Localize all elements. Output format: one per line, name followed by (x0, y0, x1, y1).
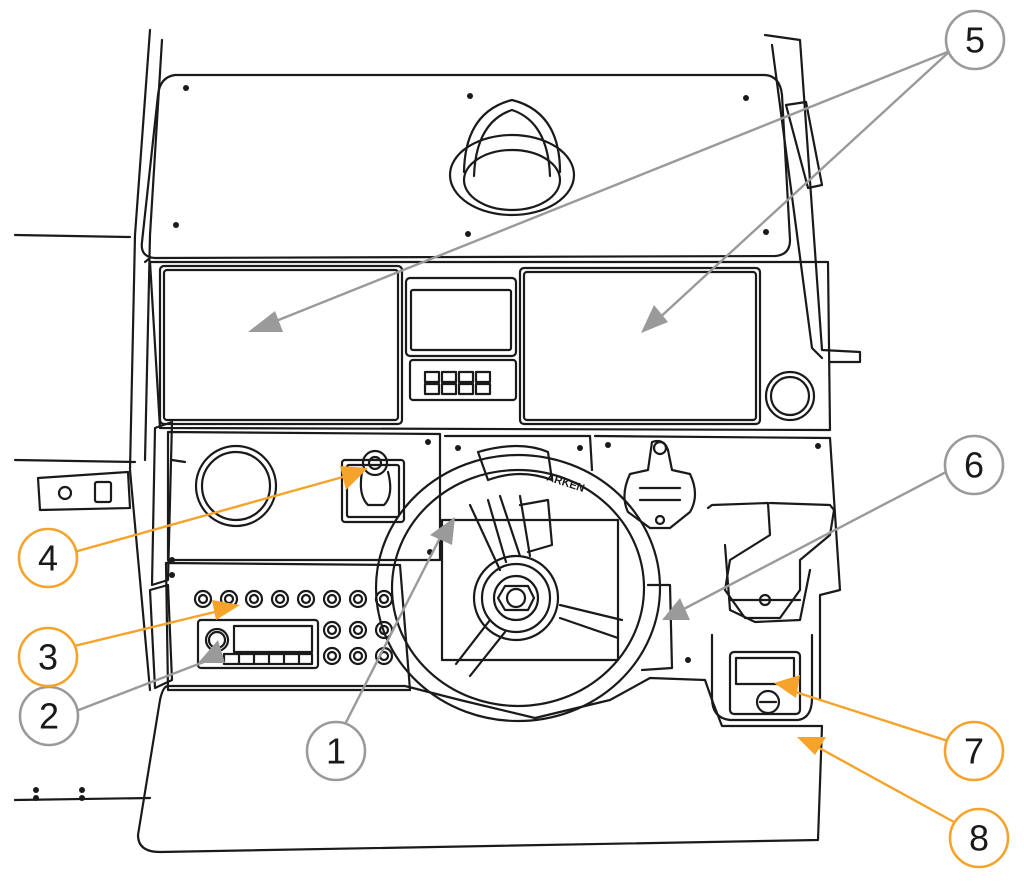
leader-line-5a (264, 49, 952, 327)
leader-line-4 (65, 473, 352, 556)
leader-line-2 (61, 658, 211, 718)
callout-6: 6 (943, 434, 1005, 496)
trim-switch (623, 439, 697, 530)
leader-line-8 (810, 742, 956, 824)
leader-line-1 (335, 528, 446, 742)
throttle (706, 501, 836, 624)
arrowhead-5a (248, 311, 283, 332)
steering-wheel (374, 444, 674, 723)
callout-label-8: 8 (969, 818, 989, 859)
leader-line-5b (654, 49, 952, 323)
callout-label-1: 1 (326, 731, 346, 772)
arrowhead-2 (198, 640, 225, 663)
switch-grid (193, 589, 394, 666)
callout-4: 4 (17, 527, 79, 589)
joystick (340, 449, 406, 524)
arrowhead-1 (430, 517, 455, 545)
top-panel (140, 73, 792, 264)
arrowhead-4 (340, 466, 368, 490)
deck-plate (136, 676, 824, 854)
callout-label-6: 6 (964, 445, 984, 486)
screen-area (148, 260, 832, 432)
callout-5: 5 (944, 9, 1006, 71)
leader-line-7 (784, 687, 950, 743)
callout-3: 3 (17, 626, 79, 688)
top-panel-screws (173, 85, 769, 237)
arrowheads (198, 305, 826, 755)
grab-handle (148, 420, 187, 690)
callout-label-7: 7 (964, 731, 984, 772)
dome (448, 98, 576, 217)
callout-7: 7 (943, 720, 1005, 782)
console-screws (169, 439, 821, 663)
arrowhead-3 (212, 600, 240, 620)
lower-console (164, 430, 842, 702)
callout-1: 1 (305, 720, 367, 782)
arrowhead-6 (662, 598, 690, 620)
leader-line-6 (676, 469, 950, 614)
ignition-box (710, 633, 814, 722)
arrowhead-5b (641, 305, 668, 333)
callout-label-5: 5 (965, 20, 985, 61)
callout-label-2: 2 (39, 696, 59, 737)
side-bolts (33, 787, 85, 801)
callout-2: 2 (18, 685, 80, 747)
side-switch-panel (36, 470, 132, 512)
callout-label-4: 4 (38, 538, 58, 579)
arrowhead-7 (774, 675, 800, 698)
arrowhead-8 (797, 737, 826, 755)
brand-text: ARKEN (545, 471, 586, 495)
leader-lines (61, 49, 956, 824)
callout-8: 8 (948, 807, 1010, 869)
leader-line-3 (64, 606, 233, 650)
callout-label-3: 3 (38, 637, 58, 678)
